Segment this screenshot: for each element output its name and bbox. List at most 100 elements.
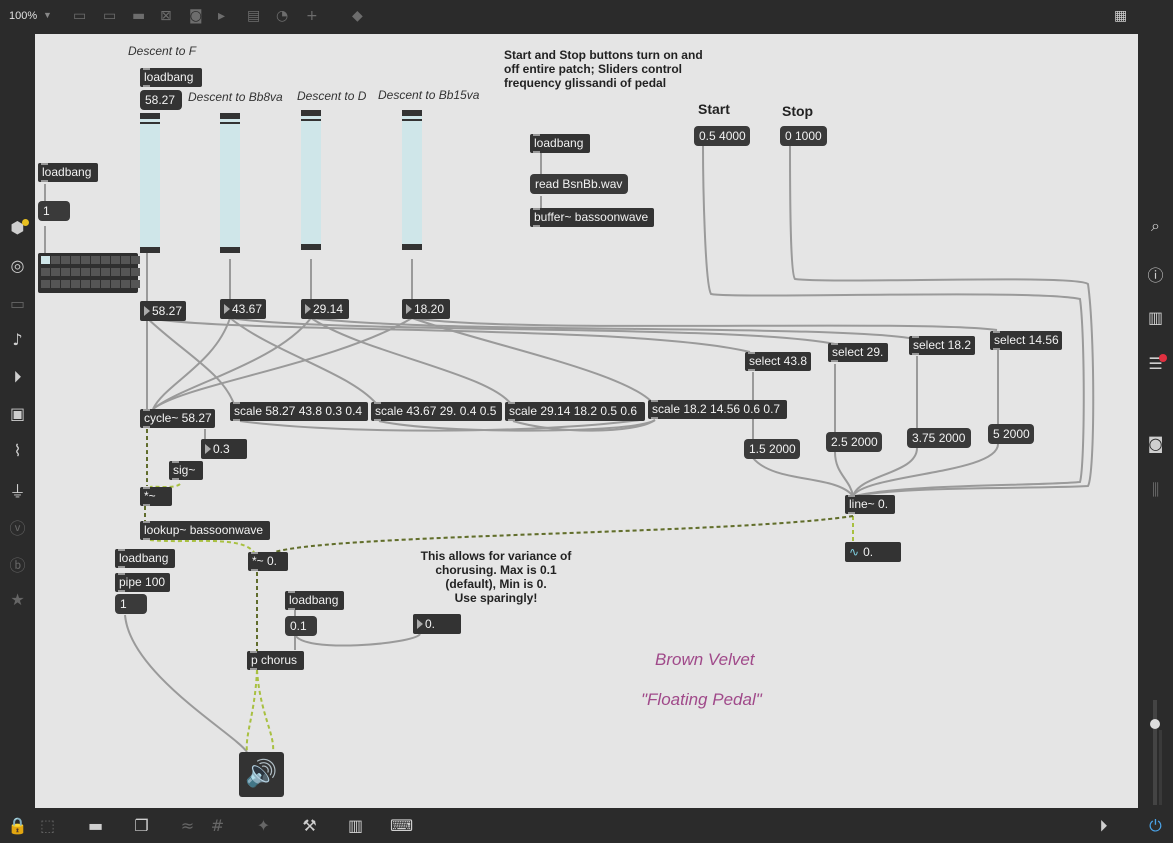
message-one-pipe[interactable]: 1 xyxy=(115,594,147,614)
matrix-cell[interactable] xyxy=(41,256,50,264)
star-icon[interactable]: ★ xyxy=(10,590,25,609)
grid-icon[interactable]: ▦ xyxy=(1114,8,1128,24)
p-chorus-object[interactable]: p chorus xyxy=(247,651,304,670)
slider-descent-f[interactable] xyxy=(140,113,160,253)
slider-knob[interactable] xyxy=(220,122,240,124)
b-icon[interactable]: ⓑ xyxy=(9,556,26,575)
message-2-5-2000[interactable]: 2.5 2000 xyxy=(826,432,882,452)
message-0-1[interactable]: 0.1 xyxy=(285,616,317,636)
signal-number-box[interactable]: ∿0. xyxy=(845,542,901,562)
matrix-cell[interactable] xyxy=(121,280,130,288)
new-object-icon[interactable]: ▭ xyxy=(73,8,87,24)
matrix-cell[interactable] xyxy=(81,280,90,288)
select-14-56[interactable]: select 14.56 xyxy=(990,331,1062,350)
buffer-object[interactable]: buffer~ bassoonwave xyxy=(530,208,654,227)
lookup-object[interactable]: lookup~ bassoonwave xyxy=(140,521,270,540)
message-start[interactable]: 0.5 4000 xyxy=(694,126,750,146)
slider-descent-bb15va[interactable] xyxy=(402,110,422,250)
message-1-5-2000[interactable]: 1.5 2000 xyxy=(744,439,800,459)
zoom-dropdown-icon[interactable]: ▼ xyxy=(43,10,52,20)
number-box-chorus[interactable]: 0. xyxy=(413,614,461,634)
volume-meter[interactable] xyxy=(1145,700,1165,805)
list-icon[interactable]: ☰ xyxy=(1148,354,1163,373)
number-box-4[interactable]: 18.20 xyxy=(402,299,450,319)
message-one[interactable]: 1 xyxy=(38,201,70,221)
wrench-icon[interactable]: ⚒ xyxy=(302,816,317,835)
select-18-2[interactable]: select 18.2 xyxy=(909,336,975,355)
message-read-file[interactable]: read BsnBb.wav xyxy=(530,174,628,194)
matrix-cell[interactable] xyxy=(51,280,60,288)
window-icon[interactable]: ▭ xyxy=(9,294,26,313)
camera-icon[interactable]: ◙ xyxy=(1147,434,1164,453)
zoom-menu[interactable]: 100% xyxy=(9,10,38,22)
matrix-cell[interactable] xyxy=(131,256,140,264)
matrix-cell[interactable] xyxy=(131,280,140,288)
slider-object-icon[interactable]: ▤ xyxy=(247,8,261,24)
paperclip-icon[interactable]: ⌇ xyxy=(13,441,22,460)
image-icon[interactable]: ▣ xyxy=(9,404,26,423)
scale-object-3[interactable]: scale 29.14 18.2 0.5 0.6 xyxy=(505,402,645,421)
music-note-icon[interactable]: ♪ xyxy=(12,330,23,349)
slider-knob[interactable] xyxy=(140,122,160,124)
info-icon[interactable]: ⓘ xyxy=(1147,266,1164,285)
matrix-cell[interactable] xyxy=(121,268,130,276)
message-5-2000[interactable]: 5 2000 xyxy=(988,424,1034,444)
slider-descent-d[interactable] xyxy=(301,110,321,250)
message-stop[interactable]: 0 1000 xyxy=(780,126,827,146)
matrix-cell[interactable] xyxy=(111,256,120,264)
matrix-cell[interactable] xyxy=(101,280,110,288)
matrix-cell[interactable] xyxy=(51,268,60,276)
matrix-cell[interactable] xyxy=(51,256,60,264)
matrix-cell[interactable] xyxy=(81,268,90,276)
loadbang-object-left[interactable]: loadbang xyxy=(38,163,98,182)
button-object-icon[interactable]: ⊠ xyxy=(160,8,172,24)
presentation-icon[interactable]: ▬ xyxy=(87,816,104,835)
keyboard-icon[interactable]: ⌨ xyxy=(389,816,414,835)
number-box-0-3[interactable]: 0.3 xyxy=(201,439,247,459)
new-message-icon[interactable]: ▭ xyxy=(103,8,117,24)
hide-icon[interactable]: ≈ xyxy=(180,816,195,835)
playlist-icon[interactable]: ⏵ xyxy=(13,367,22,386)
matrix-cell[interactable] xyxy=(71,280,80,288)
matrix-cell[interactable] xyxy=(61,256,70,264)
matrix-cell[interactable] xyxy=(101,256,110,264)
slider-descent-bb8va[interactable] xyxy=(220,113,240,253)
matrix-cell[interactable] xyxy=(71,268,80,276)
matrix-cell[interactable] xyxy=(61,280,70,288)
select-icon[interactable]: ⬚ xyxy=(39,816,56,835)
select-29[interactable]: select 29. xyxy=(828,343,888,362)
matrix-cell[interactable] xyxy=(91,256,100,264)
package-icon[interactable]: ⬢ xyxy=(10,218,25,237)
scale-object-2[interactable]: scale 43.67 29. 0.4 0.5 xyxy=(371,402,502,421)
number-box-top[interactable]: 58.27 xyxy=(140,90,182,110)
number-box-1[interactable]: 58.27 xyxy=(140,301,186,321)
loadbang-object-pipe[interactable]: loadbang xyxy=(115,549,175,568)
scale-object-4[interactable]: scale 18.2 14.56 0.6 0.7 xyxy=(648,400,787,419)
matrix-cell[interactable] xyxy=(41,268,50,276)
add-object-icon[interactable]: + xyxy=(306,8,318,24)
grid-toggle-icon[interactable]: # xyxy=(210,816,225,835)
matrix-cell[interactable] xyxy=(131,268,140,276)
search-icon[interactable]: ⌕ xyxy=(1151,216,1160,235)
loadbang-object-chorus[interactable]: loadbang xyxy=(285,591,344,610)
transport-icon[interactable]: ⏵ xyxy=(1099,816,1108,835)
matrix-cell[interactable] xyxy=(41,280,50,288)
piano-icon[interactable]: ▥ xyxy=(347,816,364,835)
debug-icon[interactable]: ✦ xyxy=(256,816,271,835)
v-icon[interactable]: ⓥ xyxy=(9,519,26,538)
message-3-75-2000[interactable]: 3.75 2000 xyxy=(907,428,971,448)
speaker-icon[interactable]: 🔊 xyxy=(239,752,284,797)
matrix-cell[interactable] xyxy=(111,280,120,288)
slider-knob[interactable] xyxy=(402,119,422,121)
matrix-cell[interactable] xyxy=(111,268,120,276)
matrix-cell[interactable] xyxy=(81,256,90,264)
dial-object-icon[interactable]: ◔ xyxy=(276,8,289,24)
matrix-cell[interactable] xyxy=(91,268,100,276)
number-box-3[interactable]: 29.14 xyxy=(301,299,349,319)
windows-icon[interactable]: ❐ xyxy=(134,816,149,835)
book-icon[interactable]: ▥ xyxy=(1147,308,1164,327)
slider-knob[interactable] xyxy=(301,119,321,121)
paint-bucket-icon[interactable]: ◆ xyxy=(352,8,363,24)
patcher-canvas[interactable]: Descent to F Descent to Bb8va Descent to… xyxy=(35,34,1138,808)
power-icon[interactable]: ⏻ xyxy=(1149,816,1162,835)
